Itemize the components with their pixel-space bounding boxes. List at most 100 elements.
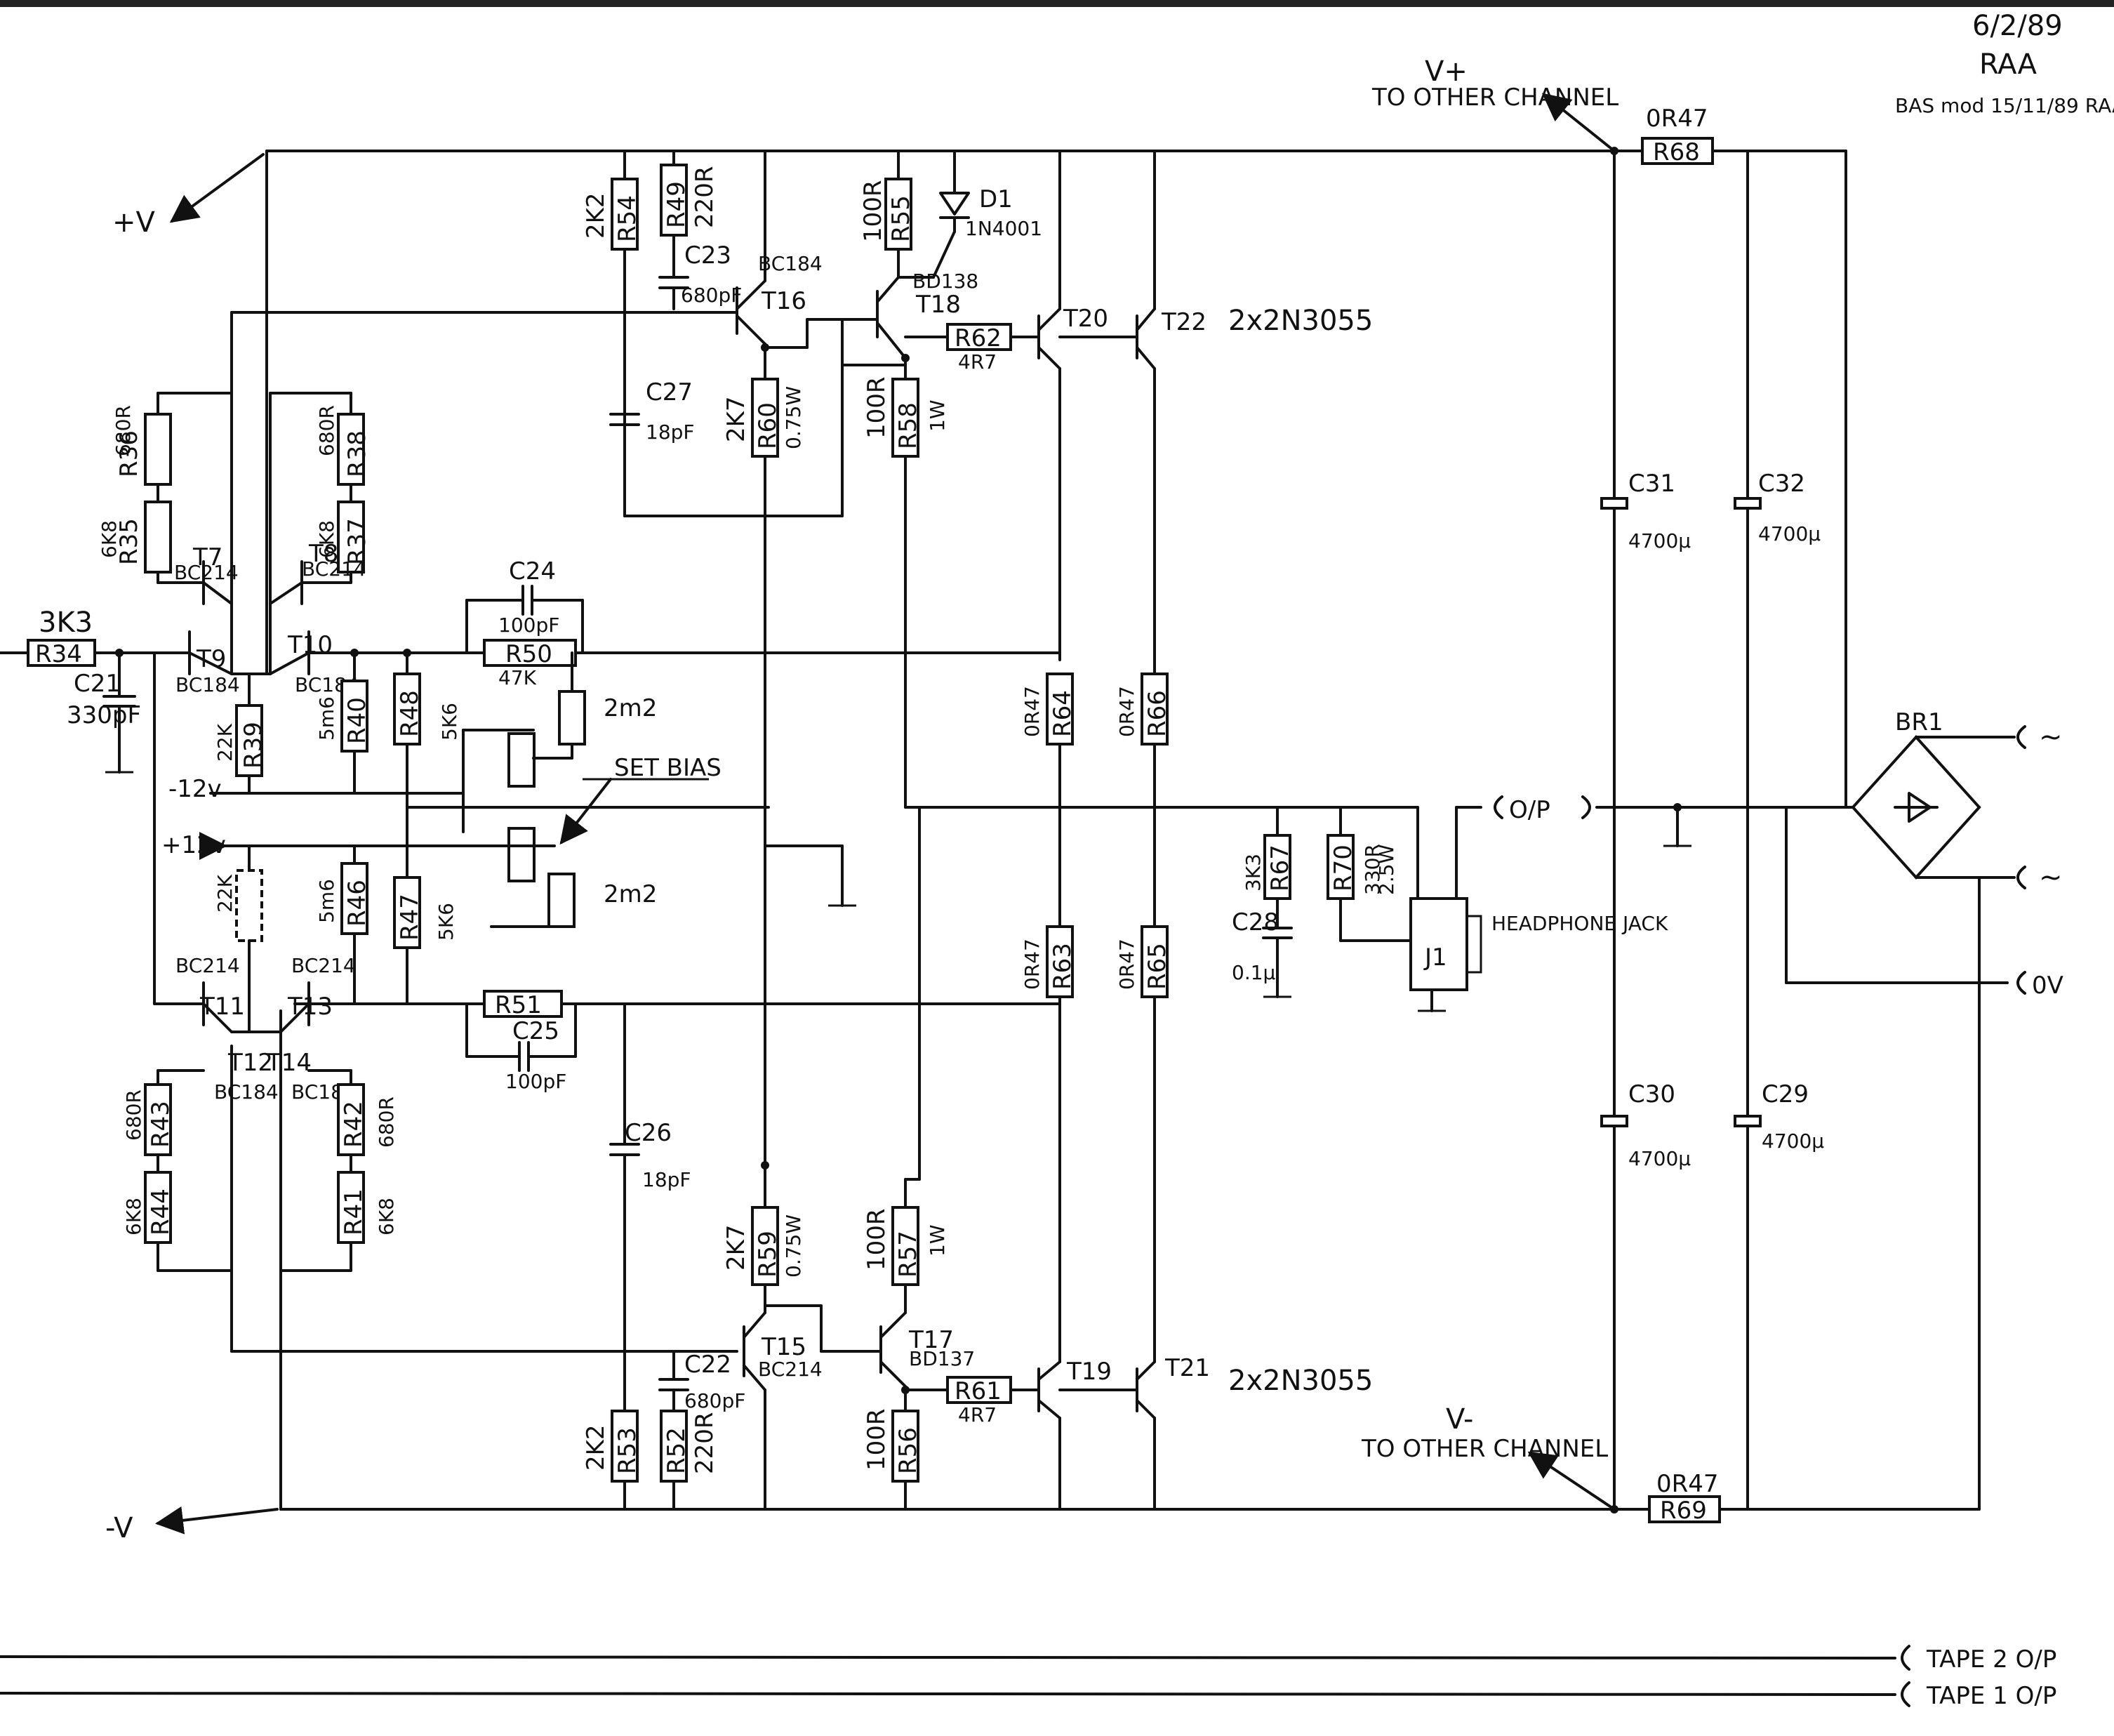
svg-text:4700μ: 4700μ [1758,522,1821,545]
output-top: T20 T22 2x2N3055 R64 0R47 R66 0R47 [1021,150,1373,928]
svg-text:100pF: 100pF [505,1070,566,1093]
svg-text:R68: R68 [1653,138,1700,166]
svg-text:100R: 100R [863,376,891,439]
svg-text:0.75W: 0.75W [782,386,805,449]
svg-text:C24: C24 [509,557,556,585]
svg-text:BD138: BD138 [912,270,978,293]
svg-text:680pF: 680pF [684,1389,745,1412]
svg-text:4700μ: 4700μ [1628,529,1691,552]
driver-bottom: C26 18pF R53 2K2 C22 680pF R52 220R T15 … [582,806,1040,1511]
svg-text:V-: V- [1446,1403,1473,1436]
svg-text:100R: 100R [863,1208,891,1271]
svg-text:BC214: BC214 [291,954,356,977]
svg-text:0R47: 0R47 [1115,686,1138,737]
svg-text:1W: 1W [926,400,949,432]
output-bottom: R63 0R47 R65 0R47 T19 T21 2x2N3055 [1021,925,1373,1511]
pot-set-bias-1 [507,732,536,788]
capacitor-c31 [1600,497,1628,510]
svg-text:100R: 100R [859,180,887,242]
svg-text:0.1μ: 0.1μ [1232,961,1276,984]
bias-network: 2m2 SET BIAS 2m2 [406,651,770,928]
svg-text:5m6: 5m6 [315,879,338,923]
ltp-upper: R36 680R R35 6K8 R38 680R R37 6K8 T7 BC2… [98,311,738,865]
svg-text:R54: R54 [613,195,641,242]
svg-text:R42: R42 [340,1101,368,1148]
svg-text:R60: R60 [754,402,782,449]
pot-set-bias-2 [507,827,536,882]
svg-text:680pF: 680pF [681,284,742,307]
svg-text:O/P: O/P [1509,796,1550,824]
svg-text:47K: 47K [498,666,537,689]
svg-text:R55: R55 [887,195,915,242]
svg-text:0R47: 0R47 [1646,105,1708,133]
capacitor-c29 [1734,1115,1762,1127]
svg-text:T18: T18 [915,291,961,319]
vplus-other-channel: V+ TO OTHER CHANNEL [1371,55,1618,152]
svg-text:4700μ: 4700μ [1762,1129,1824,1153]
resistor-r47 [393,876,421,949]
svg-text:R69: R69 [1660,1497,1707,1525]
svg-text:R48: R48 [396,690,424,737]
pot-top [558,690,586,746]
svg-text:R67: R67 [1266,844,1294,892]
svg-text:R70: R70 [1329,844,1357,892]
resistor-r59 [751,1206,779,1286]
svg-text:680R: 680R [122,1089,145,1141]
svg-text:+V: +V [112,206,156,239]
driver-top: R54 2K2 R49 220R C23 680pF C27 18pF T16 … [582,150,1042,1167]
resistor-r35 [144,501,172,574]
resistor-r60 [751,378,779,458]
input-section: R34 3K3 C21 330pF [0,607,191,774]
resistor-r62 [946,323,1012,351]
pot-bottom [547,873,576,928]
capacitor-c32 [1734,497,1762,510]
svg-text:C26: C26 [625,1119,672,1147]
svg-text:C32: C32 [1758,470,1805,498]
svg-text:18pF: 18pF [642,1168,691,1191]
svg-text:5m6: 5m6 [315,696,338,741]
svg-text:220R: 220R [691,166,719,228]
feedback-r50: R50 47K C24 100pF [465,557,1061,689]
drawing-date: 6/2/89 [1972,10,2063,42]
ac-input-1: ~ [2039,721,2063,753]
svg-text:0R47: 0R47 [1021,686,1044,737]
svg-text:4R7: 4R7 [958,1403,997,1426]
svg-text:BC184: BC184 [758,252,823,275]
svg-text:C23: C23 [684,241,731,270]
svg-text:R63: R63 [1049,943,1077,990]
svg-text:0R47: 0R47 [1115,939,1138,990]
resistor-r54 [611,178,639,251]
svg-text:C21: C21 [74,670,121,698]
svg-text:T10: T10 [287,631,333,659]
svg-text:0R47: 0R47 [1021,939,1044,990]
svg-text:R50: R50 [505,640,552,668]
svg-text:BC214: BC214 [174,561,239,584]
resistor-r39 [235,704,263,777]
svg-text:T17: T17 [908,1326,954,1354]
headphone-jack-j1 [1409,897,1468,991]
svg-text:R64: R64 [1049,690,1077,737]
svg-text:18pF: 18pF [646,420,695,444]
svg-text:BC214: BC214 [175,954,240,977]
svg-text:5K6: 5K6 [438,703,461,741]
resistor-r67 [1263,834,1291,900]
svg-text:R34: R34 [35,640,82,668]
tape-outputs: TAPE 2 O/P TAPE 1 O/P [0,1645,2056,1710]
svg-text:680R: 680R [375,1096,398,1148]
svg-text:BC214: BC214 [302,557,366,581]
svg-text:0R47: 0R47 [1656,1470,1719,1498]
svg-text:100pF: 100pF [498,614,559,637]
svg-text:R52: R52 [663,1427,691,1474]
top-border [0,0,2114,7]
resistor-r34 [27,639,96,667]
svg-text:22K: 22K [213,723,237,762]
svg-text:4700μ: 4700μ [1628,1147,1691,1170]
svg-text:C31: C31 [1628,470,1675,498]
svg-text:T14: T14 [266,1049,312,1077]
svg-text:3K3: 3K3 [1242,854,1265,892]
power-supply: R68 0R47 R69 0R47 C31 4700μ C32 4700μ C3… [1600,105,2063,1525]
svg-text:T21: T21 [1164,1354,1210,1382]
svg-text:6K8: 6K8 [375,1198,398,1235]
svg-text:2K7: 2K7 [722,1224,750,1271]
